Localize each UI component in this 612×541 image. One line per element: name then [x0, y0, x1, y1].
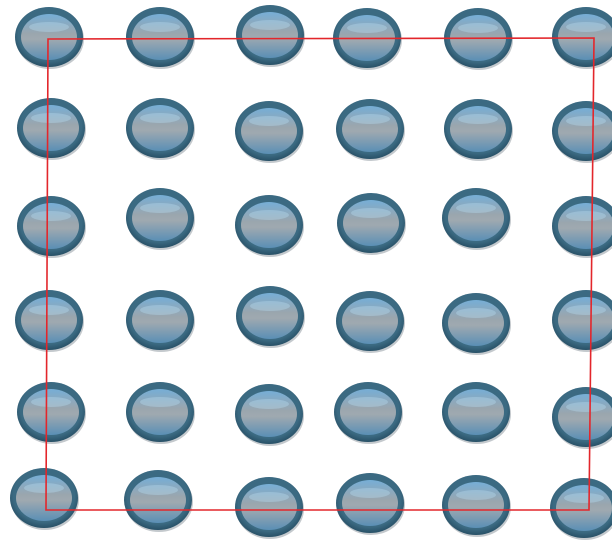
blue-ellipse-disc-icon	[552, 101, 612, 163]
blue-ellipse-disc-icon	[126, 290, 195, 352]
blue-ellipse-disc-icon	[235, 384, 304, 446]
blue-ellipse-disc-icon	[235, 195, 304, 257]
blue-ellipse-disc-icon	[444, 99, 513, 161]
blue-ellipse-disc-icon	[334, 382, 403, 444]
blue-ellipse-disc-icon	[17, 196, 86, 258]
blue-ellipse-disc-icon	[336, 99, 405, 161]
blue-ellipse-disc-icon	[15, 290, 84, 352]
blue-ellipse-disc-icon	[126, 188, 195, 250]
blue-ellipse-disc-icon	[124, 470, 193, 532]
blue-ellipse-disc-icon	[550, 478, 612, 540]
blue-ellipse-disc-icon	[126, 382, 195, 444]
blue-ellipse-disc-icon	[552, 196, 612, 258]
blue-ellipse-disc-icon	[336, 473, 405, 535]
blue-ellipse-disc-icon	[15, 7, 84, 69]
blue-ellipse-disc-icon	[442, 382, 511, 444]
blue-ellipse-disc-icon	[442, 188, 511, 250]
blue-ellipse-disc-icon	[236, 286, 305, 348]
blue-ellipse-disc-icon	[17, 98, 86, 160]
blue-ellipse-disc-icon	[336, 291, 405, 353]
red-quadrilateral-outline	[46, 38, 594, 510]
blue-ellipse-disc-icon	[10, 468, 79, 530]
blue-ellipse-disc-icon	[126, 98, 195, 160]
blue-ellipse-disc-icon	[337, 193, 406, 255]
blue-ellipse-disc-icon	[236, 5, 305, 67]
blue-ellipse-disc-icon	[552, 387, 612, 449]
blue-ellipse-disc-icon	[442, 475, 511, 537]
blue-ellipse-disc-icon	[552, 290, 612, 352]
disc-grid	[10, 5, 612, 540]
blue-ellipse-disc-icon	[235, 101, 304, 163]
blue-ellipse-disc-icon	[442, 293, 511, 355]
blue-ellipse-disc-icon	[17, 382, 86, 444]
blue-ellipse-disc-icon	[235, 477, 304, 539]
